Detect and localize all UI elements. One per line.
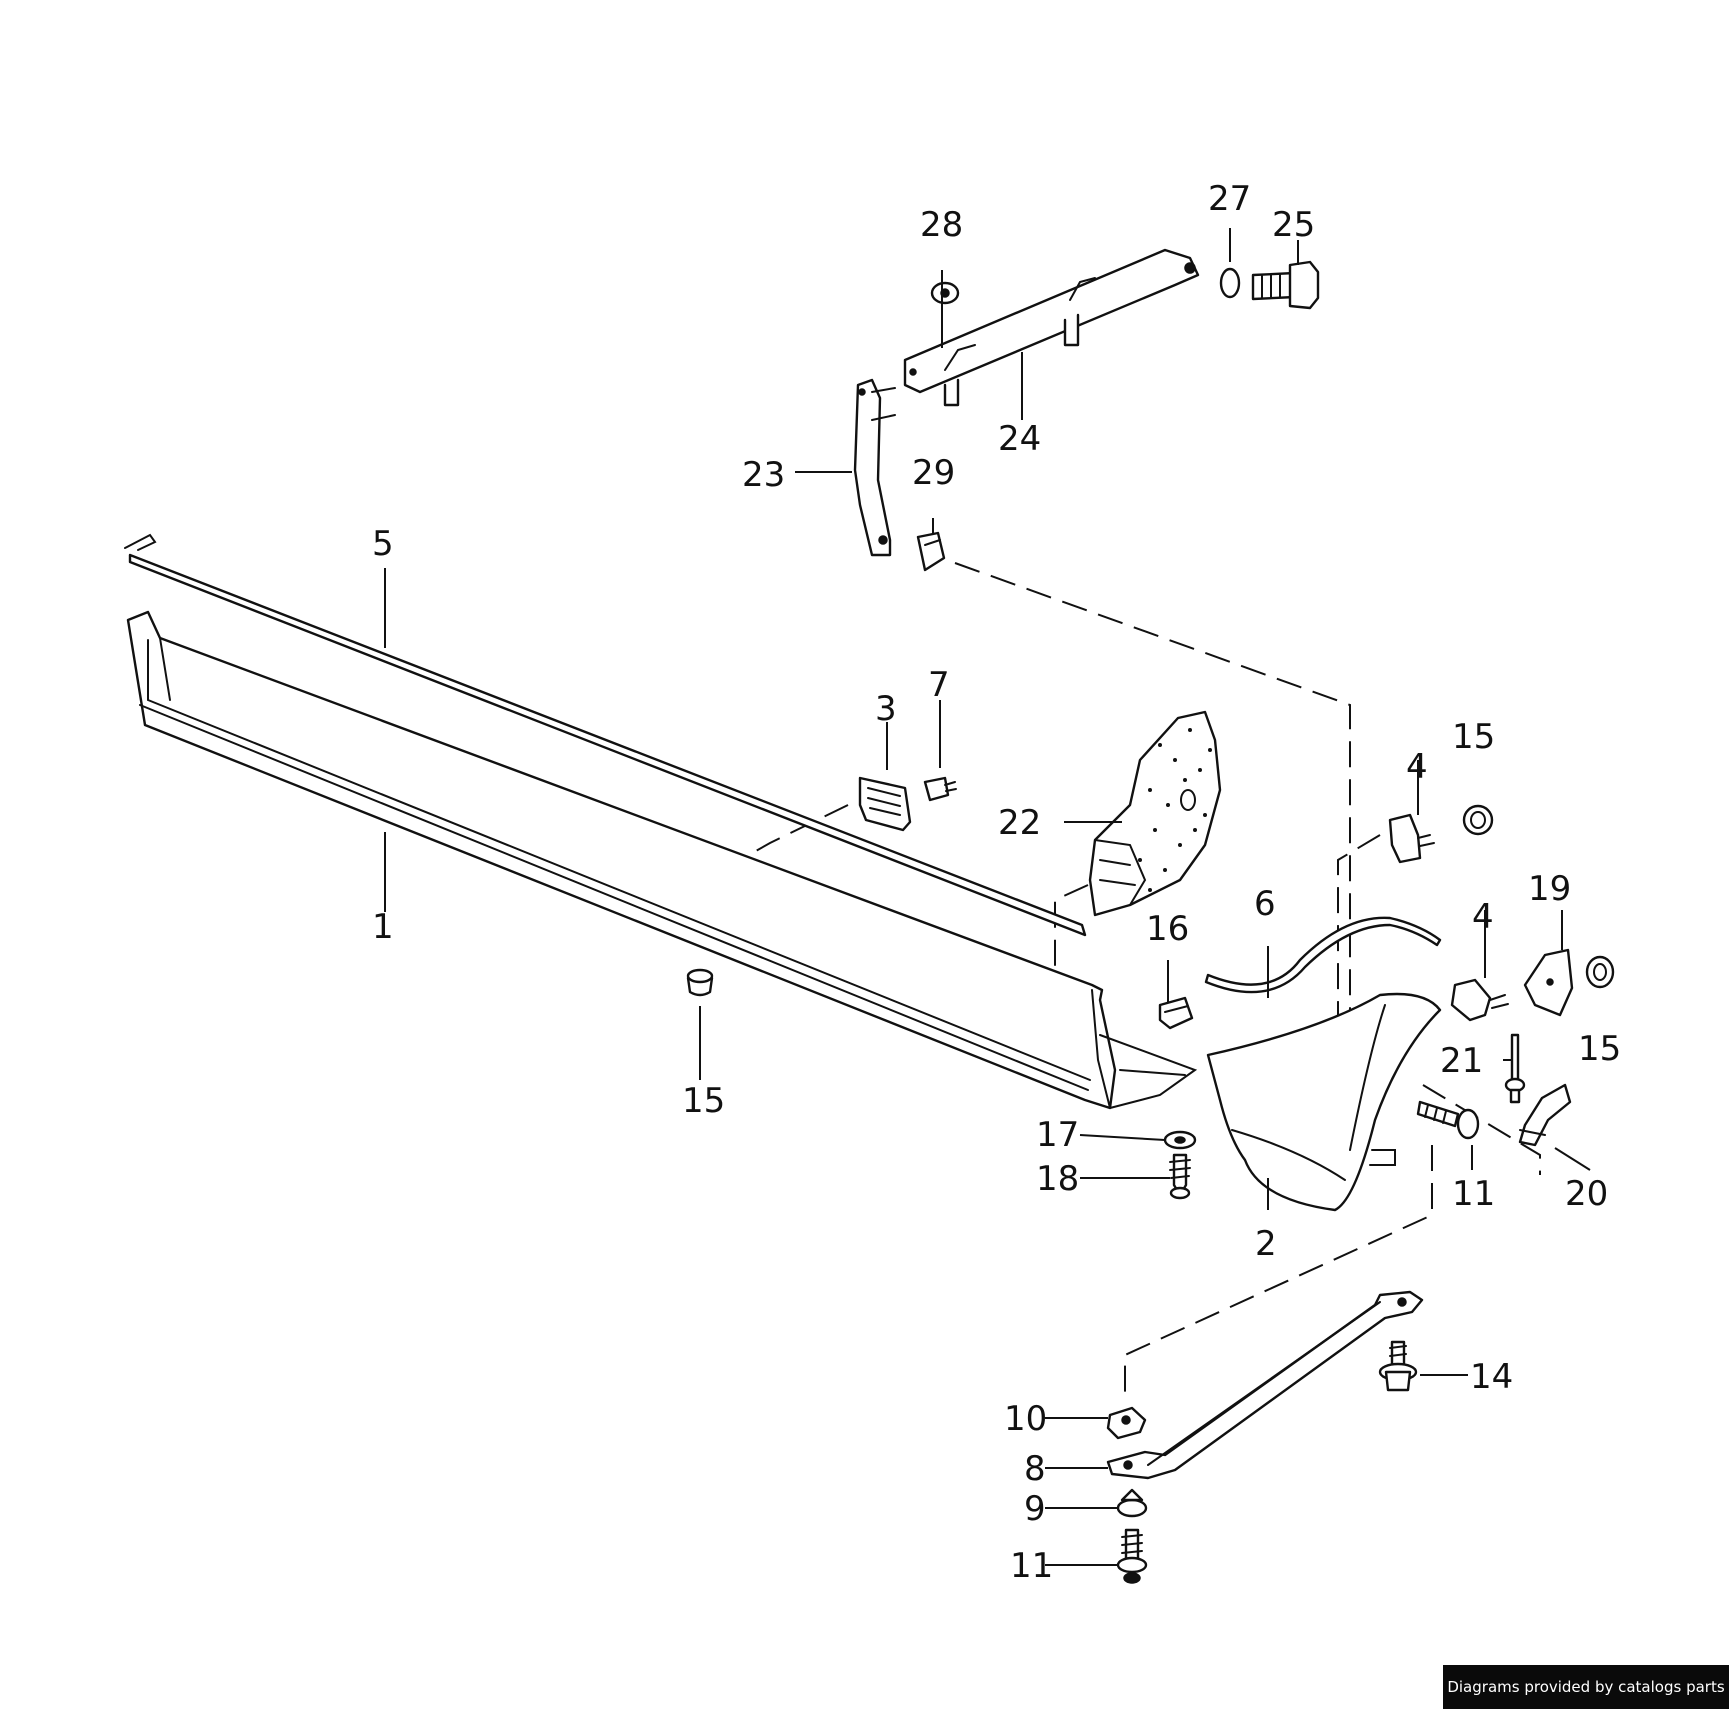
- callout-4-lower: 4: [1472, 897, 1494, 937]
- callout-27: 27: [1208, 179, 1251, 219]
- callout-8: 8: [1024, 1449, 1046, 1489]
- washer-17: [1163, 1130, 1197, 1150]
- leader-lines: [384, 228, 1591, 1566]
- callout-22: 22: [998, 803, 1041, 843]
- trim-strip: [124, 533, 1087, 937]
- lower-strut: [1106, 1290, 1424, 1480]
- rocker-end-cap: [1206, 992, 1442, 1212]
- callout-15-upper: 15: [1452, 717, 1495, 757]
- nut-9: [1116, 1488, 1148, 1518]
- seal-strip: [1204, 916, 1442, 994]
- grommet-15-right: [1585, 955, 1615, 989]
- bolt-14: [1378, 1340, 1418, 1392]
- callout-17: 17: [1036, 1115, 1079, 1155]
- clip-3: [858, 776, 912, 832]
- screw-18: [1169, 1153, 1191, 1200]
- callout-2: 2: [1255, 1224, 1277, 1264]
- callout-numbers: 5 1 2 3 7 4 15 4 19 15 21 20 11 6 16 22 …: [372, 179, 1621, 1586]
- callout-24: 24: [998, 419, 1041, 459]
- callout-11-right: 11: [1452, 1174, 1495, 1214]
- foam-block: [1088, 710, 1222, 917]
- callout-20: 20: [1565, 1174, 1608, 1214]
- clip-29: [916, 531, 946, 572]
- bracket-20: [1518, 1083, 1572, 1147]
- screw-11-right: [1416, 1100, 1480, 1140]
- callout-14: 14: [1470, 1357, 1513, 1397]
- clip-4-lower: [1450, 978, 1509, 1022]
- diagram-credit-badge: Diagrams provided by catalogs parts: [1443, 1665, 1729, 1709]
- callout-23: 23: [742, 455, 785, 495]
- callout-6: 6: [1254, 884, 1276, 924]
- callout-1: 1: [372, 907, 394, 947]
- clip-16: [1158, 996, 1194, 1030]
- callout-9: 9: [1024, 1489, 1046, 1529]
- callout-15-right: 15: [1578, 1029, 1621, 1069]
- grommet-15-left: [686, 968, 714, 997]
- callout-11-bottom: 11: [1010, 1546, 1053, 1586]
- callout-18: 18: [1036, 1159, 1079, 1199]
- clip-nut-10: [1106, 1406, 1147, 1440]
- bracket-19: [1523, 948, 1574, 1017]
- washer-27: [1219, 267, 1241, 299]
- screw-11-bottom: [1116, 1528, 1148, 1584]
- callout-29: 29: [912, 453, 955, 493]
- callout-16: 16: [1146, 909, 1189, 949]
- callout-19: 19: [1528, 869, 1571, 909]
- callout-3: 3: [875, 689, 897, 729]
- callout-10: 10: [1004, 1399, 1047, 1439]
- bolt-25: [1251, 260, 1320, 310]
- callout-15-left: 15: [682, 1081, 725, 1121]
- rivet-21: [1504, 1033, 1526, 1104]
- screw-7: [923, 776, 957, 802]
- upper-bracket: [903, 248, 1200, 407]
- callout-28: 28: [920, 205, 963, 245]
- callout-25: 25: [1272, 205, 1315, 245]
- nut-28: [930, 281, 960, 305]
- callout-5: 5: [372, 524, 394, 564]
- assembly-dashed-lines: [739, 562, 1541, 1400]
- clip-4-upper: [1388, 813, 1435, 864]
- rocker-panel: [126, 610, 1198, 1110]
- side-bracket: [853, 378, 896, 557]
- callout-4-upper: 4: [1406, 747, 1428, 787]
- callout-21: 21: [1440, 1041, 1483, 1081]
- callout-7: 7: [928, 665, 950, 705]
- grommet-15-upper: [1462, 804, 1494, 836]
